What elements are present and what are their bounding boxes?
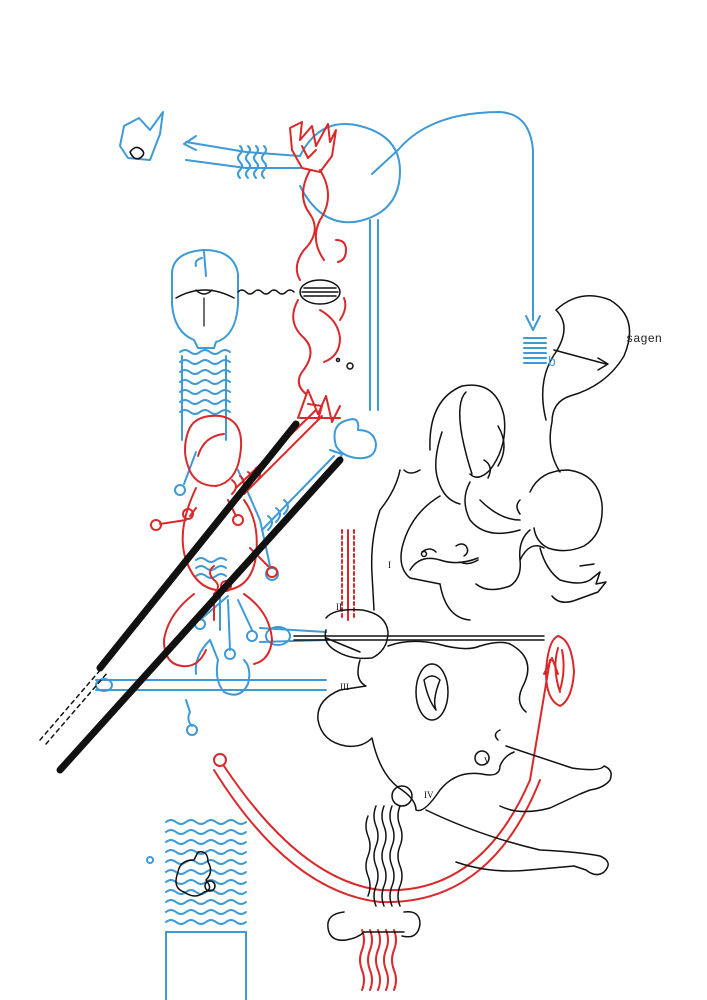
black-layer: [39, 279, 631, 941]
roman-5: V: [484, 756, 491, 766]
red-body: [150, 414, 278, 668]
red-strands: [359, 929, 397, 991]
striped-block: [523, 337, 547, 364]
wavy-column: [179, 349, 231, 441]
roman-2: II: [336, 602, 342, 612]
label-b: b: [548, 353, 556, 369]
bulb-connector: [299, 111, 541, 411]
roman-3: III: [340, 682, 349, 692]
bottom-blob: [175, 850, 216, 897]
red-rods: [341, 529, 355, 621]
balloon-outline: [541, 295, 631, 473]
label-sagen: sagen: [626, 332, 662, 346]
left-arrow-with-coil: [183, 135, 301, 179]
woman-figure: [370, 384, 521, 621]
labels: sagen b I II III IV V: [336, 332, 662, 800]
red-arc: [213, 657, 559, 904]
bean-shape: [237, 279, 354, 370]
roman-4: IV: [424, 790, 434, 800]
bottom-wave-column: [146, 819, 247, 1000]
blue-layer: [95, 111, 547, 1000]
fish-figure: [119, 111, 164, 161]
red-layer: [150, 121, 575, 991]
baby-figure: [459, 469, 607, 603]
bottom-stems: [327, 805, 421, 941]
head-figure: [171, 249, 239, 349]
diagonal-bars: [39, 420, 344, 774]
diagonal-arrow-blue: [261, 418, 377, 537]
right-legs: [425, 729, 612, 876]
red-leaf: [545, 635, 575, 707]
central-blob: [293, 608, 545, 812]
jagged-head-red: [289, 121, 337, 173]
roman-1: I: [388, 560, 391, 570]
wiggly-red-line: [292, 169, 347, 395]
